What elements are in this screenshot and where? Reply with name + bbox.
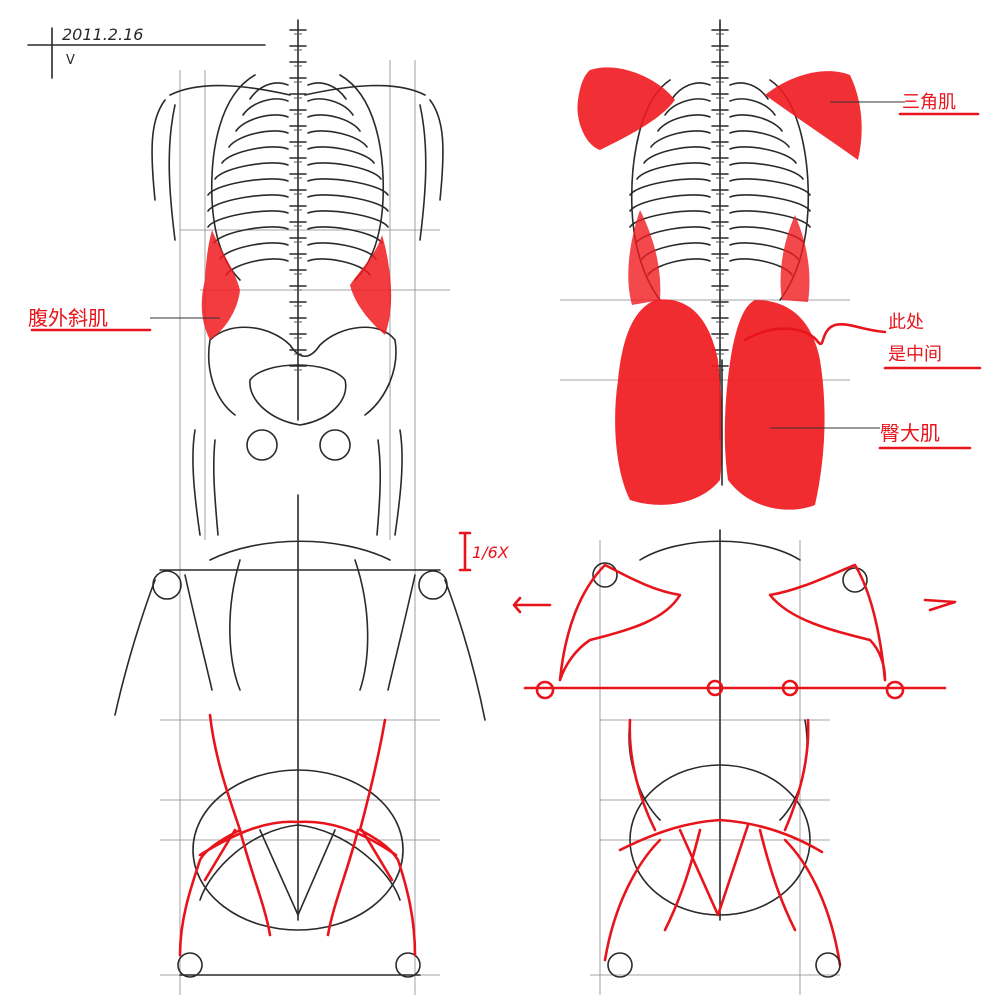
rib-stroke (729, 130, 790, 148)
rib-stroke (307, 210, 389, 228)
rib-stroke (307, 178, 389, 196)
rib-stroke (307, 114, 361, 132)
deltoid-label: 三角肌 (830, 92, 980, 116)
rib-stroke (219, 242, 289, 260)
date-mark: V (66, 53, 75, 68)
rib-stroke (214, 162, 289, 180)
rib-stroke (221, 146, 289, 164)
rib-stroke (643, 146, 711, 164)
rib-stroke (657, 114, 711, 132)
midline-note-line1: 此处 (888, 312, 924, 333)
rib-stroke (207, 194, 289, 212)
midline-note-line2: 是中间 (888, 344, 942, 365)
rib-stroke (207, 210, 289, 228)
rib-stroke (650, 130, 711, 148)
rib-stroke (729, 210, 811, 228)
rib-stroke (307, 194, 389, 212)
rib-stroke (228, 130, 289, 148)
torso-construction-right (512, 529, 957, 978)
rib-stroke (664, 98, 711, 116)
rib-stroke (213, 226, 289, 244)
rib-stroke (729, 162, 804, 180)
rib-stroke (729, 114, 783, 132)
rib-stroke (729, 146, 797, 164)
midline-note: 此处 是中间 (743, 312, 982, 370)
rib-stroke (249, 82, 289, 100)
rib-stroke (729, 98, 776, 116)
rib-stroke (671, 82, 711, 100)
date-note: 2011.2.16 (62, 25, 143, 44)
external-oblique-label: 腹外斜肌 (28, 306, 220, 332)
rib-stroke (242, 98, 289, 116)
construction-guides (160, 60, 850, 995)
ratio-text: 1/6X (472, 543, 510, 562)
gluteus-label: 臀大肌 (770, 421, 972, 450)
rib-stroke (629, 210, 711, 228)
ratio-mark: 1/6X (458, 531, 510, 572)
rib-stroke (307, 162, 382, 180)
rib-stroke (729, 194, 811, 212)
back-muscles-view (577, 19, 862, 510)
torso-construction-left (114, 494, 486, 978)
rib-stroke (629, 178, 711, 196)
rib-stroke (307, 146, 375, 164)
rib-stroke (307, 98, 354, 116)
gluteus-text: 臀大肌 (880, 421, 940, 445)
deltoid-text: 三角肌 (902, 92, 956, 113)
rib-stroke (225, 258, 289, 276)
rib-stroke (207, 178, 289, 196)
rib-stroke (307, 130, 368, 148)
skeleton-front-view (151, 19, 444, 536)
rib-stroke (729, 178, 811, 196)
rib-stroke (729, 82, 769, 100)
rib-stroke (636, 162, 711, 180)
rib-stroke (307, 82, 347, 100)
rib-stroke (235, 114, 289, 132)
external-oblique-text: 腹外斜肌 (28, 306, 108, 330)
rib-stroke (307, 226, 383, 244)
rib-stroke (307, 242, 377, 260)
rib-stroke (629, 194, 711, 212)
date-header: 2011.2.16 V (27, 25, 266, 79)
